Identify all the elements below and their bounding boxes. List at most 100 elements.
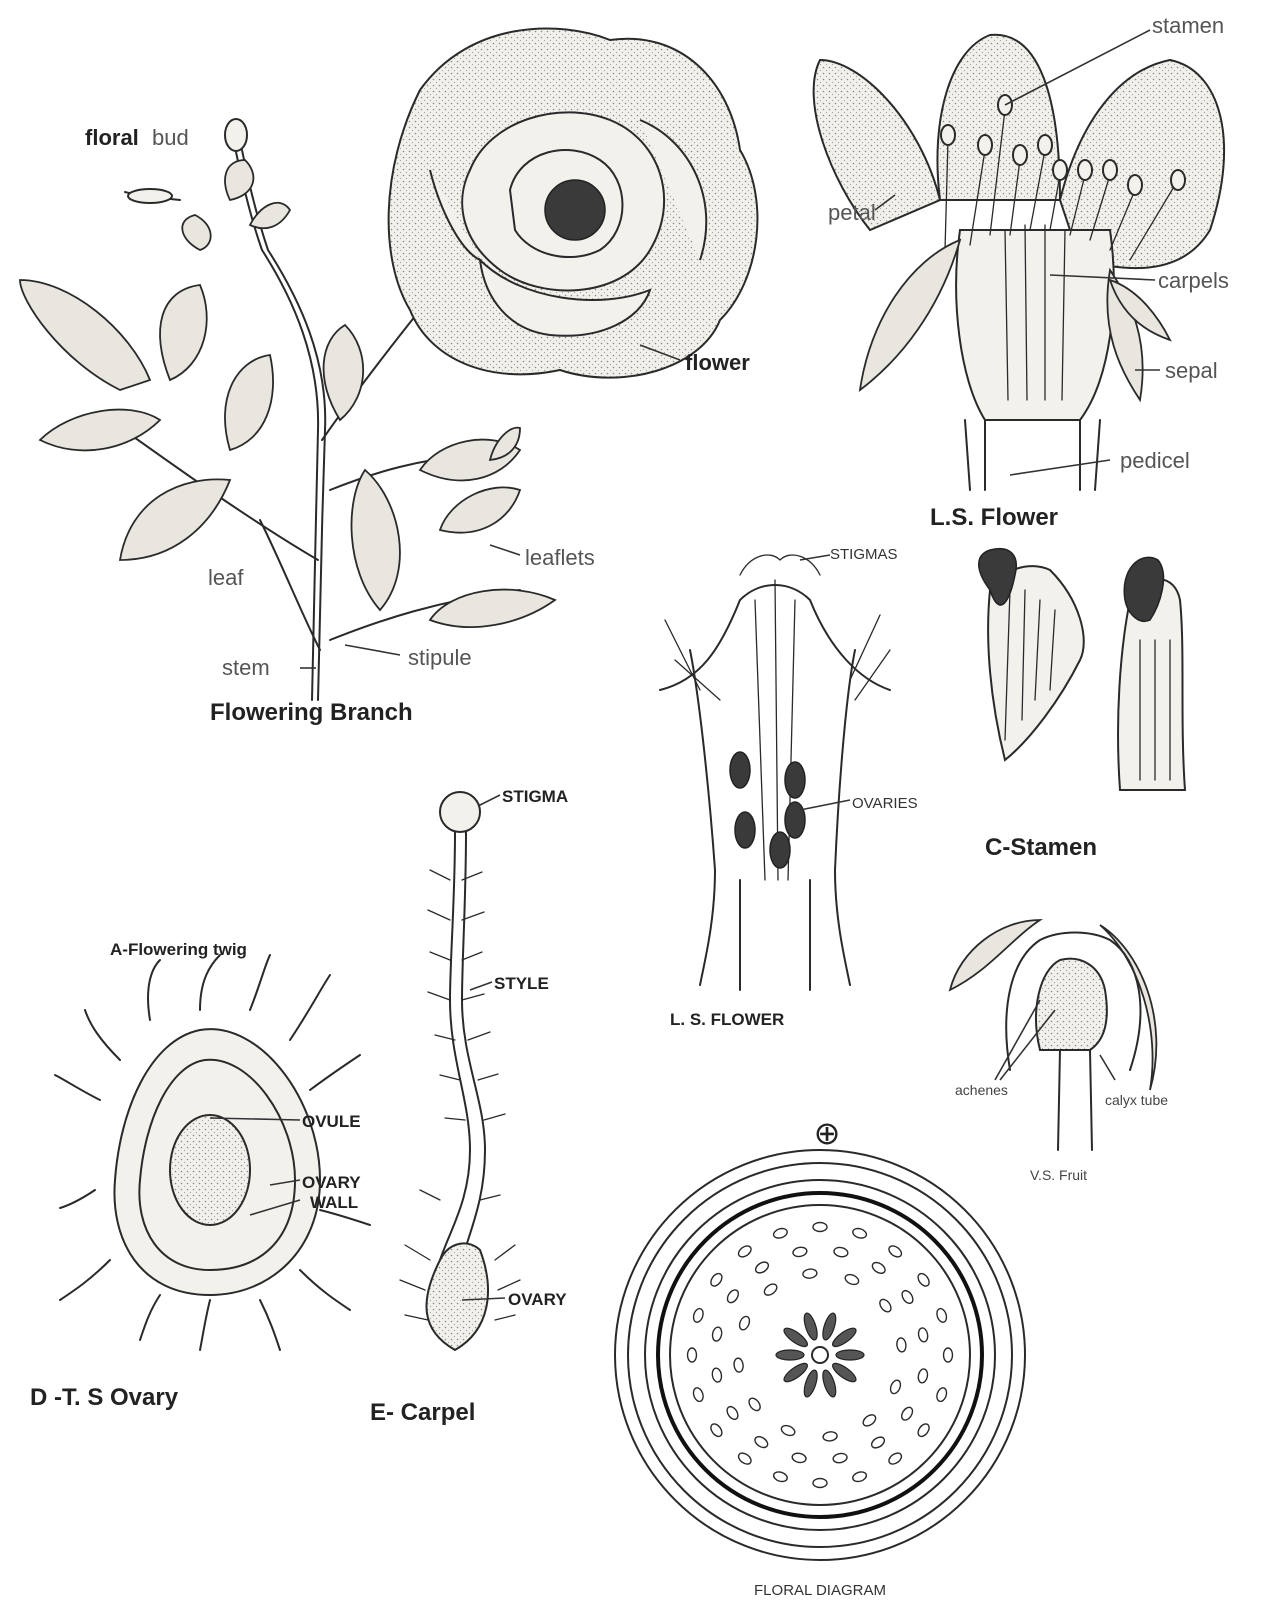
label-achenes: achenes <box>955 1082 1008 1098</box>
carpel-mark <box>836 1350 864 1360</box>
anther-mark <box>887 1451 904 1467</box>
anther-mark <box>944 1348 953 1362</box>
anther-mark <box>791 1452 807 1464</box>
caption-flowering-branch: Flowering Branch <box>210 699 413 726</box>
anther-mark <box>762 1282 779 1298</box>
label-leaf: leaf <box>208 565 244 590</box>
label-ovary-wall-2: WALL <box>310 1193 358 1212</box>
anther-mark <box>917 1327 929 1342</box>
anther-mark <box>711 1367 723 1382</box>
anther-mark <box>747 1396 763 1413</box>
label-floral: floral <box>85 125 139 150</box>
caption-stamen: C-Stamen <box>985 834 1097 861</box>
anther-mark <box>916 1271 932 1288</box>
label-bud: bud <box>152 125 189 150</box>
carpel-mark <box>820 1369 838 1399</box>
label-ovary-wall-1: OVARY <box>302 1173 361 1192</box>
anther-mark <box>753 1434 770 1449</box>
anther-mark <box>709 1271 725 1288</box>
anther-mark <box>896 1337 907 1352</box>
caption-carpel: E- Carpel <box>370 1399 475 1426</box>
floral-diagram-whorls <box>615 1150 1025 1560</box>
label-calyx-tube: calyx tube <box>1105 1092 1168 1108</box>
label-sepal: sepal <box>1165 358 1218 383</box>
carpel-stigma <box>440 792 480 832</box>
flower-center <box>545 180 605 240</box>
stamen-figure: C-Stamen <box>979 549 1185 861</box>
label-stem: stem <box>222 655 270 680</box>
label-stamen: stamen <box>1152 13 1224 38</box>
label-pedicel: pedicel <box>1120 448 1190 473</box>
anther-mark <box>852 1227 868 1240</box>
anther-mark <box>711 1326 723 1342</box>
anther-mark <box>736 1451 753 1467</box>
caption-ls-flower: L.S. Flower <box>930 504 1058 531</box>
anther-mark <box>900 1289 915 1306</box>
anther-mark <box>725 1405 740 1422</box>
anther-mark <box>709 1422 725 1439</box>
anther-mark <box>780 1424 796 1438</box>
anther-mark <box>813 1223 827 1232</box>
anther-mark <box>823 1431 838 1442</box>
anther-mark <box>738 1315 752 1331</box>
anther-mark <box>772 1470 788 1483</box>
anther-mark <box>844 1273 860 1287</box>
carpel-mark <box>802 1312 820 1342</box>
anther-mark <box>802 1268 817 1279</box>
floral-diagram-stamens <box>688 1223 953 1488</box>
actinomorphic-symbol: ⊕ <box>814 1115 841 1151</box>
label-stipule: stipule <box>408 645 472 670</box>
anther-mark <box>754 1260 771 1275</box>
anther-mark <box>852 1470 868 1483</box>
caption-floral-diagram: FLORAL DIAGRAM <box>754 1582 886 1599</box>
label-stigma: STIGMA <box>502 787 568 806</box>
anther-mark <box>792 1246 807 1258</box>
caption-vs-fruit: V.S. Fruit <box>1030 1167 1087 1183</box>
caption-ts-ovary: D -T. S Ovary <box>30 1384 179 1411</box>
vs-fruit-figure: achenes calyx tube V.S. Fruit <box>950 920 1168 1183</box>
anther-mark <box>889 1379 903 1395</box>
anther-mark <box>736 1244 753 1260</box>
anther-mark <box>935 1307 948 1323</box>
anther-mark <box>887 1244 904 1260</box>
label-style: STYLE <box>494 974 549 993</box>
label-ovary: OVARY <box>508 1290 567 1309</box>
floral-bud <box>225 119 247 151</box>
caption-flowering-twig: A-Flowering twig <box>110 940 247 959</box>
ls-flower-mid-ovaries <box>730 752 805 868</box>
caption-ls-flower-mid: L. S. FLOWER <box>670 1010 784 1029</box>
anther-mark <box>916 1422 932 1439</box>
anther-mark <box>870 1260 887 1275</box>
anther-mark <box>833 1246 849 1258</box>
ts-ovary-figure: OVULE OVARY WALL D -T. S Ovary <box>30 955 370 1411</box>
anther-mark <box>725 1288 740 1305</box>
carpel-mark <box>802 1369 820 1399</box>
carpel-mark <box>820 1312 838 1342</box>
label-ovaries: OVARIES <box>852 795 918 812</box>
anther-mark <box>772 1227 788 1240</box>
label-ovule: OVULE <box>302 1112 361 1131</box>
ls-flower-mid-figure: STIGMAS OVARIES L. S. FLOWER <box>660 546 918 1029</box>
anther-mark <box>935 1387 948 1403</box>
ovule <box>170 1115 250 1225</box>
anther-mark <box>688 1348 697 1362</box>
anther-mark <box>917 1368 929 1384</box>
anther-mark <box>878 1297 894 1314</box>
anther-mark <box>813 1479 827 1488</box>
rose-flower <box>389 28 758 377</box>
label-petal: petal <box>828 200 876 225</box>
floral-diagram-figure: ⊕ FLORAL DIAGRAM <box>615 1115 1025 1599</box>
anther-mark <box>692 1387 705 1403</box>
anther-mark <box>899 1405 914 1422</box>
anther-mark <box>832 1452 847 1464</box>
carpel-figure: STIGMA STYLE OVARY E- Carpel <box>370 787 568 1426</box>
label-leaflets: leaflets <box>525 545 595 570</box>
label-stigmas: STIGMAS <box>830 546 898 563</box>
anther-mark <box>692 1307 705 1323</box>
label-flower: flower <box>685 350 750 375</box>
anther-mark <box>861 1413 878 1429</box>
label-carpels: carpels <box>1158 268 1229 293</box>
anther-mark <box>870 1435 887 1450</box>
carpel-mark <box>776 1350 804 1360</box>
